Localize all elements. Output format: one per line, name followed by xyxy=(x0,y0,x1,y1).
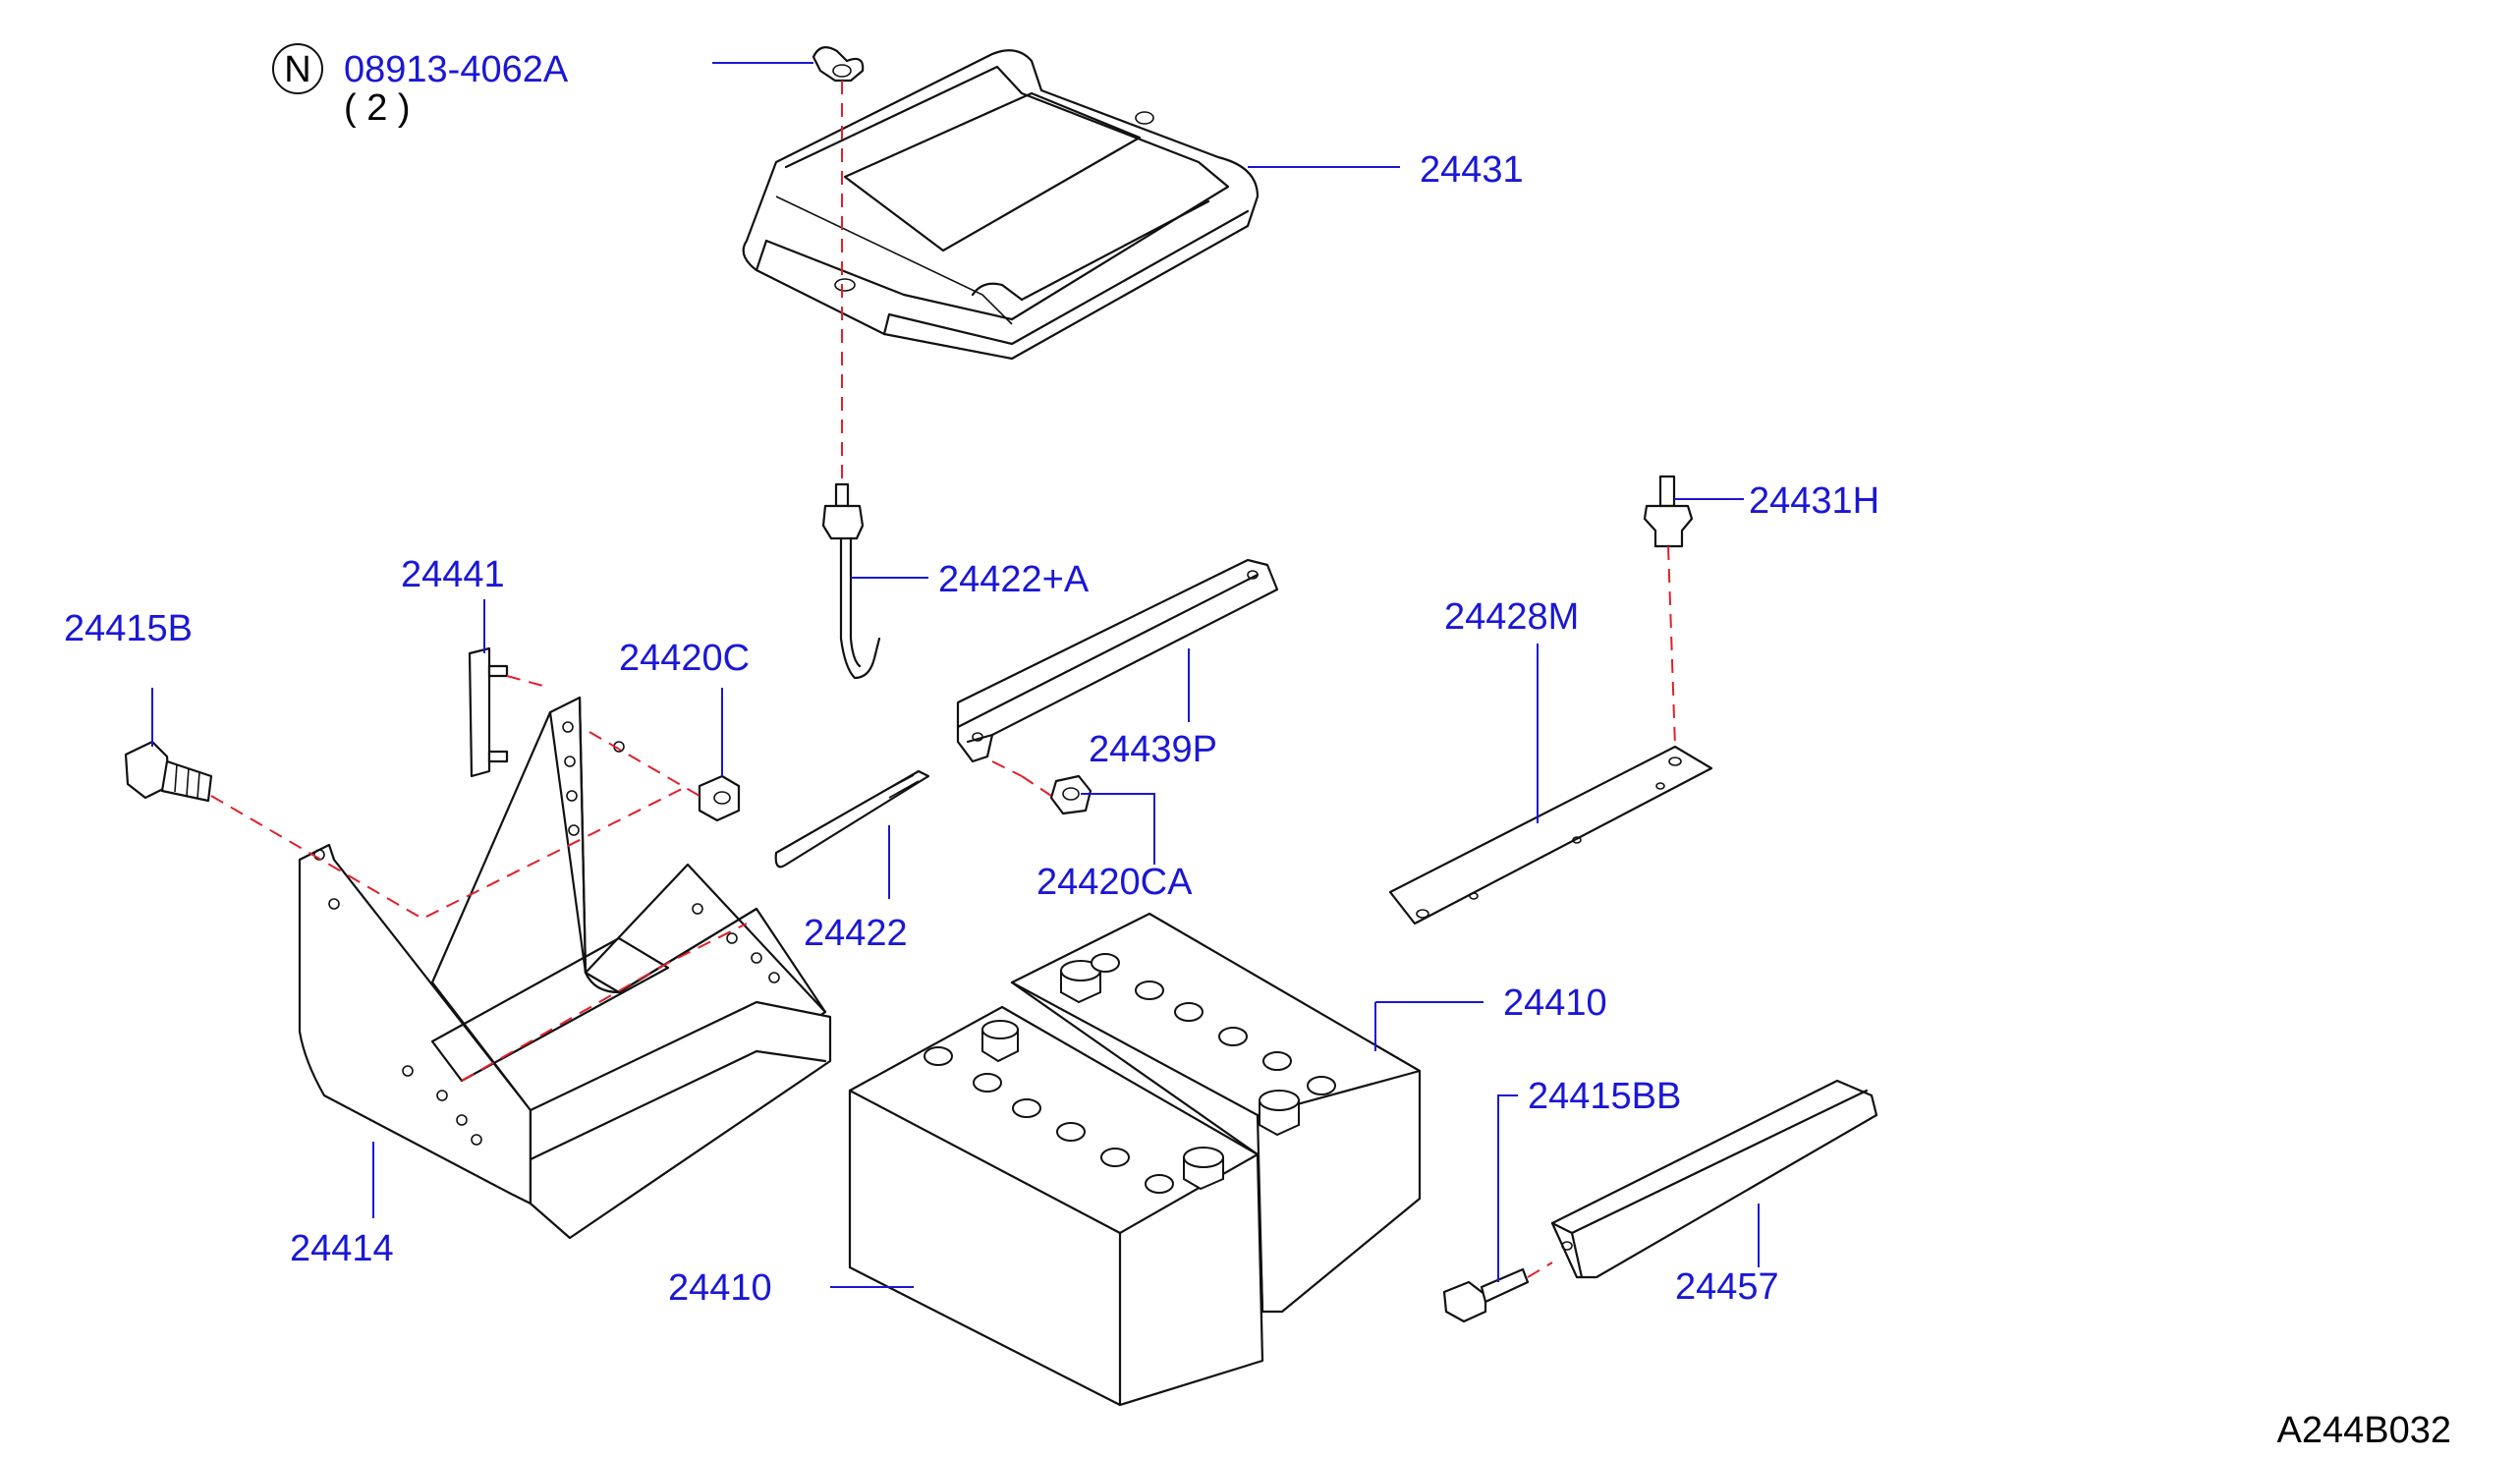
label-bracket: 24457 xyxy=(1675,1266,1779,1308)
nut-c xyxy=(698,774,741,822)
rod xyxy=(774,769,930,869)
label-battery-right: 24410 xyxy=(1503,982,1607,1024)
battery-left xyxy=(848,1005,1264,1407)
label-plate-m: 24428M xyxy=(1444,596,1579,638)
bracket xyxy=(1550,1079,1878,1279)
label-bolt-b: 24415B xyxy=(64,608,193,649)
rod-a xyxy=(821,482,881,680)
n-symbol: N xyxy=(284,49,310,90)
label-clip-h: 24431H xyxy=(1749,480,1879,522)
leader-lines xyxy=(151,62,1760,1288)
frame-p xyxy=(956,558,1279,763)
plate-m xyxy=(1388,745,1713,925)
label-frame-p: 24439P xyxy=(1089,729,1217,770)
battery-cover xyxy=(742,49,1260,361)
label-battery-cover: 24431 xyxy=(1420,149,1524,191)
n-symbol-icon xyxy=(272,43,323,94)
bolt-b xyxy=(124,740,213,803)
diagram-code: A244B032 xyxy=(2277,1410,2452,1451)
bolt-bb xyxy=(1442,1267,1530,1323)
plate-24441 xyxy=(468,646,509,778)
label-tray: 24414 xyxy=(290,1228,394,1269)
nut-ca xyxy=(1049,774,1092,815)
label-rod: 24422 xyxy=(804,913,908,954)
label-bolt-bb: 24415BB xyxy=(1528,1076,1681,1117)
label-nut-ca: 24420CA xyxy=(1036,862,1193,903)
assembly-lines xyxy=(210,81,1676,1278)
wing-nut xyxy=(812,46,865,83)
callout-wing-nut: N 08913-4062A ( 2 ) xyxy=(272,43,569,129)
label-nut-c: 24420C xyxy=(619,638,750,679)
quantity-wing-nut: ( 2 ) xyxy=(344,87,411,129)
label-plate-24441: 24441 xyxy=(401,554,505,595)
battery-caps xyxy=(924,953,1336,1194)
part-number-wing-nut: 08913-4062A xyxy=(344,49,569,90)
battery-tray xyxy=(298,696,832,1240)
label-rod-a: 24422+A xyxy=(938,559,1090,600)
clip-h xyxy=(1643,475,1694,548)
label-battery-left: 24410 xyxy=(668,1267,772,1309)
